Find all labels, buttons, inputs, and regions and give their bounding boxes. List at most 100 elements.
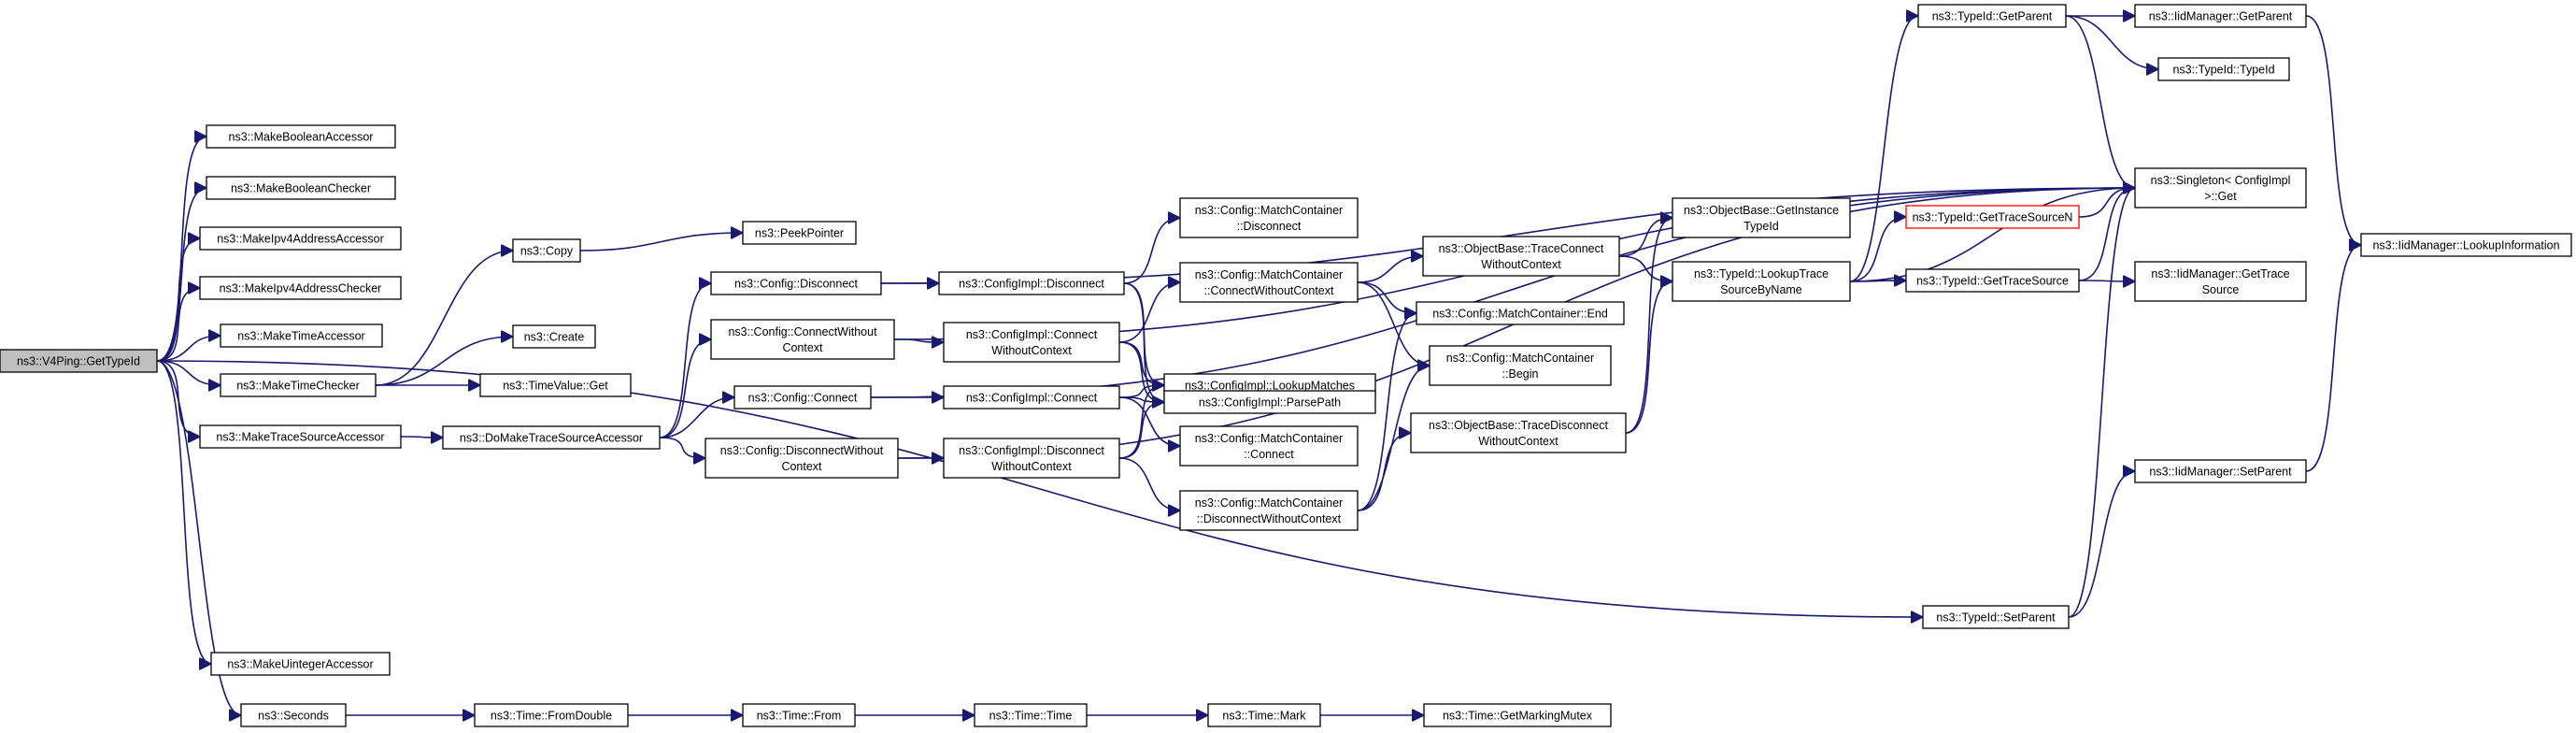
node-box[interactable] [1429, 345, 1612, 386]
node-box[interactable] [474, 703, 629, 727]
node-box[interactable] [1905, 205, 2080, 229]
node-box[interactable] [442, 425, 661, 450]
node-cicwc[interactable]: ns3::ConfigImpl::ConnectWithoutContext [943, 322, 1120, 363]
node-ccwc[interactable]: ns3::Config::ConnectWithoutContext [710, 319, 895, 360]
node-tigp[interactable]: ns3::TypeId::GetParent [1917, 4, 2067, 28]
node-box[interactable] [1922, 605, 2070, 629]
node-mtsa[interactable]: ns3::MakeTraceSourceAccessor [199, 424, 402, 449]
node-box[interactable] [1179, 197, 1359, 238]
node-tisp[interactable]: ns3::TypeId::SetParent [1922, 605, 2070, 629]
node-box[interactable] [943, 385, 1120, 410]
node-box[interactable] [938, 271, 1125, 295]
node-tmark[interactable]: ns3::Time::Mark [1207, 703, 1321, 727]
node-mbc[interactable]: ns3::MakeBooleanChecker [206, 176, 396, 200]
node-box[interactable] [512, 238, 581, 263]
node-ciconn[interactable]: ns3::ConfigImpl::Connect [943, 385, 1120, 410]
node-box[interactable] [1905, 268, 2080, 293]
node-tfrom[interactable]: ns3::Time::From [742, 703, 856, 727]
node-box[interactable] [2134, 4, 2307, 28]
node-mtc[interactable]: ns3::MakeTimeChecker [220, 373, 377, 397]
node-copy[interactable]: ns3::Copy [512, 238, 581, 263]
node-box[interactable] [710, 319, 895, 360]
node-mipa[interactable]: ns3::MakeIpv4AddressAccessor [199, 226, 402, 251]
node-box[interactable] [2134, 459, 2307, 483]
node-mcdwc[interactable]: ns3::Config::MatchContainer::DisconnectW… [1179, 490, 1359, 531]
node-box[interactable] [1179, 425, 1359, 467]
node-tigtsn[interactable]: ns3::TypeId::GetTraceSourceN [1905, 205, 2080, 229]
node-ttime[interactable]: ns3::Time::Time [974, 703, 1088, 727]
node-obtcwc[interactable]: ns3::ObjectBase::TraceConnectWithoutCont… [1422, 236, 1620, 277]
node-mua[interactable]: ns3::MakeUintegerAccessor [210, 652, 391, 676]
node-titi[interactable]: ns3::TypeId::TypeId [2157, 57, 2290, 81]
node-box[interactable] [0, 349, 158, 373]
node-mcbegin[interactable]: ns3::Config::MatchContainer::Begin [1429, 345, 1612, 386]
node-imgts[interactable]: ns3::IidManager::GetTraceSource [2134, 261, 2307, 302]
node-box[interactable] [1410, 412, 1627, 453]
node-mcdisc[interactable]: ns3::Config::MatchContainer::Disconnect [1179, 197, 1359, 238]
node-box[interactable] [479, 373, 632, 397]
node-cidisc[interactable]: ns3::ConfigImpl::Disconnect [938, 271, 1125, 295]
node-imli[interactable]: ns3::IidManager::LookupInformation [2360, 233, 2572, 257]
node-tgmm[interactable]: ns3::Time::GetMarkingMutex [1423, 703, 1612, 727]
node-box[interactable] [1423, 703, 1612, 727]
node-peek[interactable]: ns3::PeekPointer [742, 221, 857, 245]
node-box[interactable] [1672, 261, 1851, 302]
node-cidwc[interactable]: ns3::ConfigImpl::DisconnectWithoutContex… [943, 438, 1120, 479]
node-box[interactable] [1179, 262, 1359, 303]
node-cconn[interactable]: ns3::Config::Connect [733, 385, 872, 410]
node-box[interactable] [943, 322, 1120, 363]
node-box[interactable] [206, 124, 396, 149]
node-box[interactable] [2134, 167, 2307, 208]
node-box[interactable] [199, 226, 402, 251]
node-box[interactable] [710, 271, 882, 295]
node-cdwc[interactable]: ns3::Config::DisconnectWithoutContext [704, 438, 899, 479]
node-root[interactable]: ns3::V4Ping::GetTypeId [0, 349, 158, 373]
node-mipc[interactable]: ns3::MakeIpv4AddressChecker [199, 276, 402, 300]
node-mta[interactable]: ns3::MakeTimeAccessor [220, 323, 383, 348]
node-box[interactable] [1672, 197, 1851, 238]
node-single[interactable]: ns3::Singleton< ConfigImpl >::Get [2134, 167, 2307, 208]
node-box[interactable] [2157, 57, 2290, 81]
node-cdisc[interactable]: ns3::Config::Disconnect [710, 271, 882, 295]
node-box[interactable] [1416, 301, 1625, 325]
node-box[interactable] [512, 324, 596, 349]
node-tvget[interactable]: ns3::TimeValue::Get [479, 373, 632, 397]
node-box[interactable] [2360, 233, 2572, 257]
node-mba[interactable]: ns3::MakeBooleanAccessor [206, 124, 396, 149]
node-mcend[interactable]: ns3::Config::MatchContainer::End [1416, 301, 1625, 325]
node-mccwc[interactable]: ns3::Config::MatchContainer::ConnectWith… [1179, 262, 1359, 303]
node-create[interactable]: ns3::Create [512, 324, 596, 349]
node-cipp[interactable]: ns3::ConfigImpl::ParsePath [1163, 390, 1376, 414]
node-box[interactable] [1422, 236, 1620, 277]
node-box[interactable] [206, 176, 396, 200]
node-label: WithoutContext [1478, 435, 1558, 448]
node-box[interactable] [199, 424, 402, 449]
node-box[interactable] [2134, 261, 2307, 302]
node-box[interactable] [1917, 4, 2067, 28]
node-box[interactable] [742, 221, 857, 245]
node-box[interactable] [1207, 703, 1321, 727]
node-box[interactable] [733, 385, 872, 410]
node-box[interactable] [210, 652, 391, 676]
node-box[interactable] [220, 323, 383, 348]
node-box[interactable] [220, 373, 377, 397]
node-tigts[interactable]: ns3::TypeId::GetTraceSource [1905, 268, 2080, 293]
node-box[interactable] [974, 703, 1088, 727]
node-box[interactable] [1179, 490, 1359, 531]
node-sec[interactable]: ns3::Seconds [240, 703, 347, 727]
node-tfd[interactable]: ns3::Time::FromDouble [474, 703, 629, 727]
node-box[interactable] [704, 438, 899, 479]
node-imsp[interactable]: ns3::IidManager::SetParent [2134, 459, 2307, 483]
node-box[interactable] [943, 438, 1120, 479]
node-box[interactable] [742, 703, 856, 727]
edge-tisp-to-single [2068, 188, 2136, 618]
node-dmtsa[interactable]: ns3::DoMakeTraceSourceAccessor [442, 425, 661, 450]
node-box[interactable] [240, 703, 347, 727]
node-obtdwc[interactable]: ns3::ObjectBase::TraceDisconnectWithoutC… [1410, 412, 1627, 453]
node-box[interactable] [199, 276, 402, 300]
node-box[interactable] [1163, 390, 1376, 414]
node-mcconn[interactable]: ns3::Config::MatchContainer::Connect [1179, 425, 1359, 467]
node-imgp[interactable]: ns3::IidManager::GetParent [2134, 4, 2307, 28]
